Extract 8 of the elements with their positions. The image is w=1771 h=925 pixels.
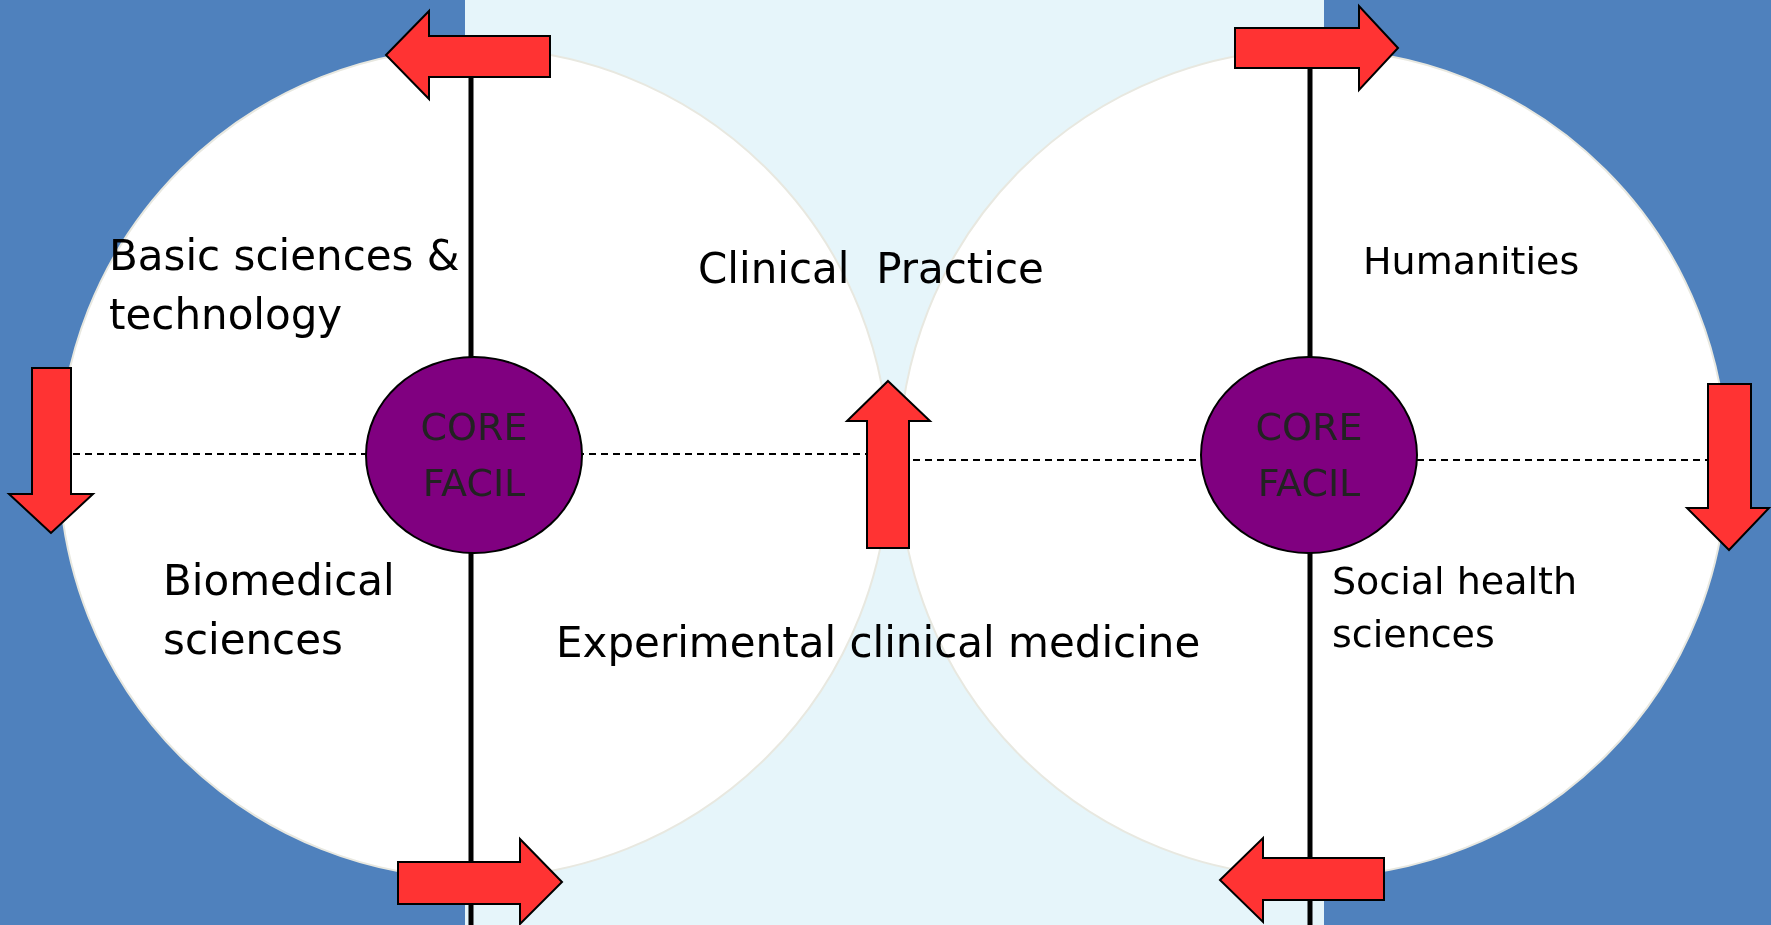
core-label: CORE FACIL xyxy=(1254,404,1364,507)
quadrant-label: Basic sciences & technology xyxy=(109,230,461,341)
area-label: Clinical Practice xyxy=(698,243,1044,295)
quadrant-label: Social health sciences xyxy=(1332,558,1579,659)
quadrant-label: Humanities xyxy=(1363,238,1581,285)
quadrant-label: Biomedical sciences xyxy=(163,555,396,666)
core-label: CORE FACIL xyxy=(419,404,529,507)
area-label: Experimental clinical medicine xyxy=(556,617,1201,669)
